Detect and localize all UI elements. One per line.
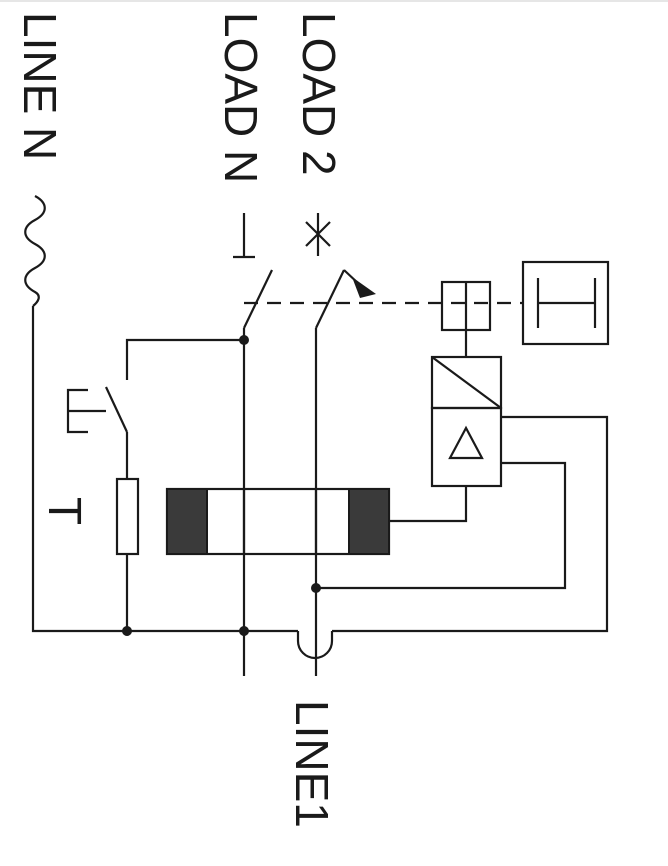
line-n-label: LINE N [14, 12, 66, 160]
line-n-wavy-lead [24, 195, 46, 307]
line-n-wire [31, 306, 298, 633]
amplifier-box [430, 406, 503, 488]
junction-dot-load-n-test [239, 335, 249, 345]
load-2-label: LOAD 2 [293, 12, 345, 176]
test-button-label: T [39, 497, 91, 525]
toroid-core-left [166, 488, 208, 555]
toroid-core-right [348, 488, 390, 555]
junction-dot-line-1-sense [311, 583, 321, 593]
load-n-label: LOAD N [215, 12, 267, 183]
test-switch-blade [105, 386, 128, 433]
line-1-label: LINE1 [286, 700, 338, 828]
test-resistor [115, 477, 140, 556]
manual-handle-box [521, 260, 610, 346]
junction-dot-load-n-bottom [239, 626, 249, 636]
junction-dot-test-bottom [122, 626, 132, 636]
test-upper-wire [125, 338, 244, 380]
amplifier-triangle [448, 425, 484, 460]
sense-wire [316, 461, 567, 590]
bottom-return-wire [332, 415, 609, 633]
trip-coil-diagonal [431, 356, 502, 409]
toroid-output-wire [390, 486, 468, 523]
trip-arrow-head [352, 277, 376, 298]
load-n-contact-blade [243, 269, 273, 329]
load-2-contact-blade [315, 269, 345, 329]
load-2-cross-b [305, 221, 331, 247]
